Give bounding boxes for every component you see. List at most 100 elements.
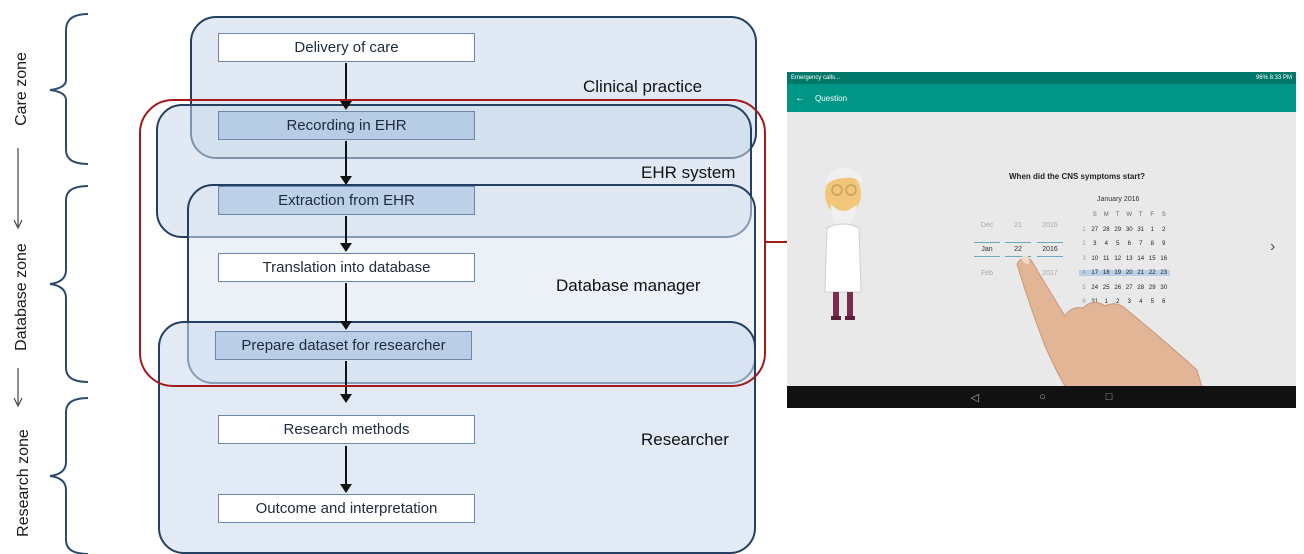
week-number: 6	[1082, 299, 1086, 306]
calendar-day[interactable]: 30	[1125, 226, 1133, 233]
calendar-day[interactable]: 2	[1116, 299, 1120, 306]
calendar-day[interactable]: 29	[1114, 226, 1122, 233]
picker-year-prev[interactable]: 2015	[1042, 222, 1058, 229]
calendar-day[interactable]: 29	[1148, 284, 1156, 291]
weekday-label: M	[1103, 212, 1109, 219]
calendar-day[interactable]: 6	[1127, 241, 1131, 248]
chevron-right-icon[interactable]: ›	[1270, 238, 1276, 255]
calendar-week-row: 1 27 28 29 30 31 1 2	[1079, 223, 1170, 238]
research-zone-label: Research zone	[14, 429, 32, 537]
calendar-day[interactable]: 19	[1112, 270, 1124, 277]
picker-month-selected[interactable]: Jan	[974, 242, 1000, 257]
calendar-day[interactable]: 16	[1160, 255, 1168, 262]
calendar-day[interactable]: 15	[1148, 255, 1156, 262]
zone-brackets	[13, 13, 89, 554]
weekday-label: F	[1150, 212, 1155, 219]
calendar-week-row: 3 10 11 12 13 14 15 16	[1079, 252, 1170, 267]
database-zone-bracket	[49, 185, 89, 383]
calendar-day[interactable]: 27	[1125, 284, 1133, 291]
picker-year-next[interactable]: 2017	[1042, 270, 1058, 277]
calendar-day[interactable]: 3	[1093, 241, 1097, 248]
calendar-day[interactable]: 20	[1123, 270, 1135, 277]
ehr-system-title: EHR system	[641, 163, 736, 182]
calendar-week-row: 2 3 4 5 6 7 8 9	[1079, 237, 1170, 252]
picker-month-next[interactable]: Feb	[980, 270, 994, 277]
calendar-day[interactable]: 5	[1150, 299, 1154, 306]
calendar-day[interactable]: 4	[1139, 299, 1143, 306]
status-right: 96% 8:33 PM	[1255, 75, 1292, 81]
calendar-day[interactable]: 27	[1091, 226, 1099, 233]
calendar-grid: S M T W T F S 1 27 28 29 30 31 1 2 2 3 4…	[1079, 208, 1170, 310]
calendar-day[interactable]: 1	[1150, 226, 1154, 233]
pointing-hand-icon	[1016, 255, 1209, 408]
calendar-day[interactable]: 23	[1158, 270, 1170, 277]
calendar-day[interactable]: 7	[1139, 241, 1143, 248]
week-number: 3	[1082, 255, 1086, 262]
picker-day-selected[interactable]: 22	[1005, 242, 1031, 257]
calendar-day[interactable]: 24	[1091, 284, 1099, 291]
weekday-label: T	[1138, 212, 1143, 219]
flow-arrow	[340, 141, 352, 185]
nav-recent-icon[interactable]: □	[1105, 391, 1113, 403]
calendar-day[interactable]: 31	[1137, 226, 1145, 233]
doctor-illustration-icon	[824, 167, 863, 320]
back-arrow-icon[interactable]: ←	[795, 92, 805, 104]
step-prepare-dataset: Prepare dataset for researcher	[215, 331, 472, 360]
highlight-frame	[139, 99, 766, 387]
week-number: 1	[1082, 226, 1086, 233]
weekday-label: T	[1115, 212, 1120, 219]
step-extraction-from-ehr: Extraction from EHR	[218, 186, 475, 215]
calendar-weekday-row: S M T W T F S	[1079, 208, 1170, 223]
calendar-day[interactable]: 13	[1125, 255, 1133, 262]
calendar-day[interactable]: 5	[1116, 241, 1120, 248]
research-zone-bracket	[49, 397, 89, 554]
step-recording-in-ehr: Recording in EHR	[218, 111, 475, 140]
nav-back-icon[interactable]: ◁	[970, 391, 980, 404]
calendar-day[interactable]: 22	[1146, 270, 1158, 277]
calendar-day[interactable]: 8	[1150, 241, 1154, 248]
calendar-day[interactable]: 17	[1089, 270, 1101, 277]
calendar-week-row-selected: 4 17 18 19 20 21 22 23	[1079, 266, 1170, 281]
calendar-day[interactable]: 3	[1127, 299, 1131, 306]
weekday-label: S	[1161, 212, 1166, 219]
care-zone-label: Care zone	[12, 52, 30, 126]
highlight-connector	[765, 241, 787, 243]
picker-day-prev[interactable]: 21	[1014, 222, 1022, 229]
database-manager-title: Database manager	[556, 276, 701, 295]
step-outcome-and-interpretation: Outcome and interpretation	[218, 494, 475, 523]
care-zone-bracket	[49, 13, 89, 165]
app-bar: ← Question	[787, 84, 1296, 112]
flow-arrow	[340, 63, 352, 110]
status-left: Emergency calls...	[791, 75, 841, 81]
picker-month-prev[interactable]: Dec	[980, 222, 994, 229]
step-translation-into-database: Translation into database	[218, 253, 475, 282]
calendar-day[interactable]: 4	[1104, 241, 1108, 248]
calendar-day[interactable]: 12	[1114, 255, 1122, 262]
picker-year-selected[interactable]: 2016	[1037, 242, 1063, 257]
question-text: When did the CNS symptoms start?	[1009, 172, 1146, 181]
step-delivery-of-care: Delivery of care	[218, 33, 475, 62]
calendar-day[interactable]: 1	[1104, 299, 1108, 306]
calendar-day[interactable]: 18	[1100, 270, 1112, 277]
calendar-day[interactable]: 6	[1162, 299, 1166, 306]
calendar-day[interactable]: 9	[1162, 241, 1166, 248]
calendar-day[interactable]: 30	[1160, 284, 1168, 291]
calendar-day[interactable]: 14	[1137, 255, 1145, 262]
flow-arrow	[340, 283, 352, 330]
calendar-day[interactable]: 2	[1162, 226, 1166, 233]
calendar-day[interactable]: 11	[1103, 255, 1110, 262]
week-number: 5	[1082, 284, 1086, 291]
weekday-label: W	[1126, 212, 1133, 219]
weekday-label: S	[1092, 212, 1097, 219]
nav-home-icon[interactable]: ○	[1039, 391, 1046, 403]
calendar-week-row: 5 24 25 26 27 28 29 30	[1079, 281, 1170, 296]
calendar-day[interactable]: 21	[1135, 270, 1147, 277]
calendar-day[interactable]: 25	[1102, 284, 1110, 291]
calendar-day[interactable]: 26	[1114, 284, 1122, 291]
calendar-day[interactable]: 10	[1091, 255, 1099, 262]
researcher-title: Researcher	[641, 430, 729, 449]
calendar-day[interactable]: 28	[1137, 284, 1145, 291]
calendar-day[interactable]: 28	[1102, 226, 1110, 233]
tablet-screenshot: Emergency calls... 96% 8:33 PM ← Questio…	[787, 72, 1296, 408]
database-zone-label: Database zone	[12, 243, 30, 351]
